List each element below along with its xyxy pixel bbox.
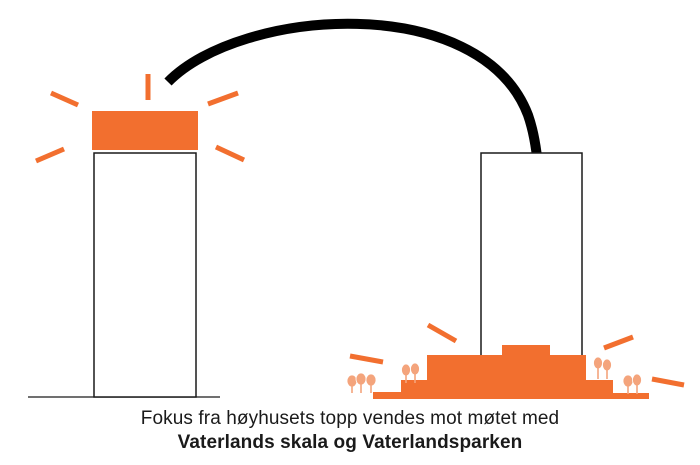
left-tower-top-block: [92, 111, 198, 150]
ray-right-upper: [603, 334, 634, 351]
small-tree-icon: [410, 362, 420, 383]
podium-base: [373, 345, 649, 399]
small-tree-icon: [632, 373, 642, 394]
small-tree-icon: [401, 363, 411, 383]
park-trees: [346, 356, 642, 394]
ray-upper-left: [49, 90, 80, 108]
small-tree-icon: [602, 358, 612, 379]
ray-lower-left: [35, 146, 65, 164]
ray-lower-right: [214, 144, 246, 163]
right-emphasis-rays: [349, 322, 685, 388]
left-emphasis-rays: [35, 74, 246, 164]
right-tower-group: [346, 152, 685, 399]
small-tree-icon: [593, 356, 603, 379]
right-tower-body: [480, 152, 583, 357]
left-tower-body: [93, 152, 197, 398]
small-tree-icon: [365, 373, 377, 393]
ray-right-lower: [651, 376, 685, 388]
small-tree-icon: [355, 372, 367, 393]
left-tower-group: [28, 74, 246, 398]
caption-line-2: Vaterlands skala og Vaterlandsparken: [177, 432, 523, 453]
caption-line-1: Fokus fra høyhusets topp vendes mot møte…: [140, 408, 560, 429]
ray-left-upper: [426, 322, 458, 344]
small-tree-icon: [622, 374, 634, 394]
ray-left-lower: [349, 353, 384, 365]
ray-upper-right: [207, 90, 239, 107]
small-tree-icon: [346, 374, 358, 393]
